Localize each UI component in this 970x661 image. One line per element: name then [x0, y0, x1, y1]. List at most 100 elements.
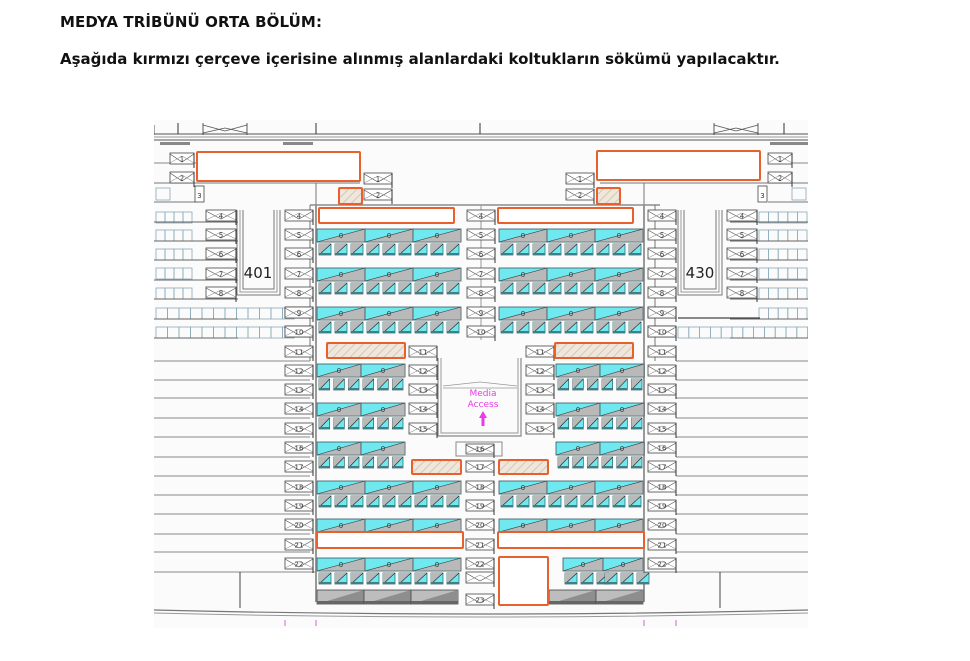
stair-step: 22 [465, 557, 495, 573]
page-title: MEDYA TRİBÜNÜ ORTA BÖLÜM: [60, 13, 323, 31]
seat-box [178, 326, 191, 339]
stair-step: 5 [466, 228, 496, 244]
seat [516, 282, 530, 295]
media-desk: 0 [364, 518, 414, 533]
stair-step: 13 [525, 383, 555, 399]
seat [377, 456, 389, 469]
stair-step: 15 [408, 422, 438, 438]
seat [620, 572, 634, 585]
seat [612, 243, 626, 256]
stair-step: 21 [284, 538, 314, 554]
stair-step: 6 [726, 247, 758, 263]
seat-box [164, 229, 175, 242]
seat-box [190, 307, 203, 320]
removal-frame-small-left [338, 187, 363, 205]
seat [318, 417, 331, 430]
seat [366, 243, 380, 256]
seat-box [777, 248, 789, 261]
stair-step: 4 [726, 209, 758, 225]
seat [628, 282, 642, 295]
seat [500, 321, 514, 334]
removal-frame-row11-left [326, 342, 406, 359]
stair-number: 12 [419, 368, 428, 376]
stair-number: 1 [778, 156, 782, 164]
stair-number: 2 [778, 175, 782, 183]
stair-step: 5 [205, 228, 237, 244]
stair-number: 1 [376, 176, 380, 184]
seat-box [155, 267, 166, 280]
stair-step: 15 [525, 422, 555, 438]
seat [333, 456, 345, 469]
stair-step: 22 [647, 557, 677, 573]
media-desk: 0 [412, 480, 462, 495]
desk-label: 0 [620, 367, 624, 375]
seat-box [201, 326, 214, 339]
stair-number: 21 [295, 542, 304, 550]
removal-frame-row11-right [554, 342, 634, 359]
stair-step: 21 [465, 538, 495, 554]
seat [333, 417, 345, 430]
stair-number: 6 [219, 251, 224, 259]
stair-number: 8 [219, 290, 223, 298]
stair-number: 5 [297, 232, 301, 240]
stair-number: 19 [658, 503, 667, 511]
stair-step: 1 [565, 172, 595, 188]
stair-step: 18 [647, 480, 677, 496]
seat [318, 243, 332, 256]
stair-number: 7 [479, 271, 483, 279]
stair-number: 15 [536, 426, 545, 434]
stair-step: 17 [284, 460, 314, 476]
seat [557, 378, 570, 391]
seat [350, 282, 364, 295]
seat-box [213, 326, 226, 339]
seat-box [777, 229, 789, 242]
media-desk: 0 [364, 267, 414, 282]
seat [334, 243, 348, 256]
seat-box [688, 326, 700, 339]
stair-step: 4 [466, 209, 496, 225]
desk-label: 0 [339, 561, 343, 569]
stair-number: 18 [476, 484, 485, 492]
seat [564, 243, 578, 256]
seat-box [182, 267, 193, 280]
stair-number: 10 [295, 329, 304, 337]
seat-box [768, 307, 779, 320]
seat-box [720, 326, 733, 339]
media-desk: 0 [594, 518, 644, 533]
media-desk: 0 [360, 402, 406, 417]
seat-box [182, 229, 193, 242]
stair-step: 16 [647, 441, 677, 457]
seat [601, 378, 614, 391]
seat-box [797, 307, 808, 320]
desk-label: 0 [569, 232, 573, 240]
seat [318, 321, 332, 334]
seat-box [797, 248, 808, 261]
stair-step: 6 [205, 247, 237, 263]
desk-label: 0 [617, 310, 621, 318]
stair-number: 11 [295, 349, 304, 357]
stair-number: 12 [658, 368, 667, 376]
seat-box [787, 267, 798, 280]
desk-label: 0 [435, 271, 439, 279]
stair-step: 11 [284, 345, 314, 361]
stair-step: 5 [284, 228, 314, 244]
stair-step: 8 [726, 286, 758, 302]
seat-box [173, 248, 184, 261]
desk-label: 0 [387, 484, 391, 492]
seat [318, 456, 331, 469]
stair-step [465, 571, 495, 587]
stair-step: 10 [647, 325, 677, 341]
seat [398, 321, 412, 334]
seat-box [155, 229, 166, 242]
removal-frame-row21-left [316, 531, 464, 549]
media-desk: 0 [555, 441, 601, 456]
stair-step: 7 [647, 267, 677, 283]
seat-box [247, 326, 260, 339]
seat [548, 321, 562, 334]
seat [430, 243, 444, 256]
removal-frame-row17-left [411, 459, 462, 475]
seat [616, 456, 628, 469]
seat [334, 495, 348, 508]
stair-step: 17 [465, 460, 495, 476]
